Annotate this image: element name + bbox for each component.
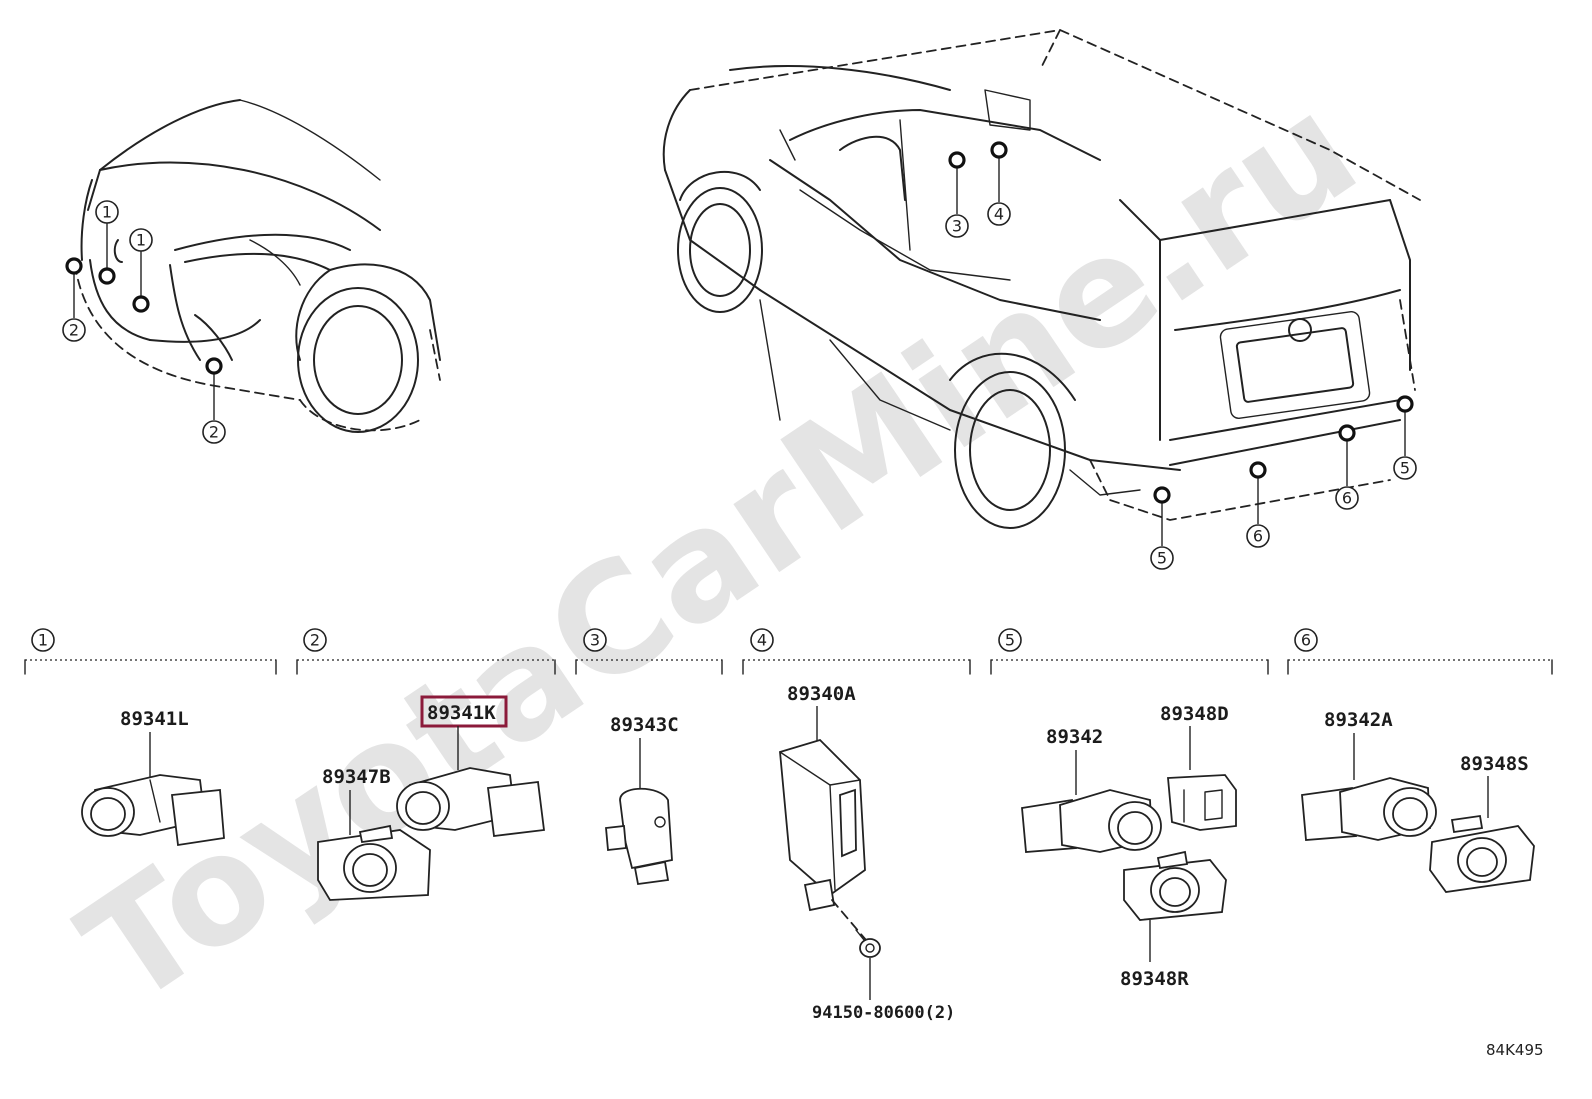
sensor-marker <box>1249 461 1267 479</box>
part-89342[interactable]: 89342 <box>1021 726 1162 853</box>
section-5-header: 5 <box>990 628 1269 675</box>
rear-vehicle-illustration <box>662 29 1421 529</box>
callout-4: 4 <box>987 202 1011 226</box>
svg-text:4: 4 <box>994 205 1004 224</box>
part-number-label[interactable]: 89343C <box>610 714 679 736</box>
diagram-id: 84K495 <box>1486 1041 1544 1059</box>
part-number-label[interactable]: 89342 <box>1046 726 1103 748</box>
svg-text:1: 1 <box>136 231 146 250</box>
ultrasonic-sensor-icon <box>396 767 546 838</box>
callout-5b: 5 <box>1393 456 1417 480</box>
svg-text:1: 1 <box>38 631 48 650</box>
sensor-marker <box>1338 424 1356 442</box>
part-number-label[interactable]: 89342A <box>1324 709 1393 731</box>
part-89340A[interactable]: 89340A <box>779 683 867 941</box>
svg-text:6: 6 <box>1253 527 1263 546</box>
part-number-label[interactable]: 89347B <box>322 766 391 788</box>
rear-sensor-markers: 3 4 5 6 6 5 <box>945 141 1417 570</box>
part-89348S[interactable]: 89348S <box>1429 753 1535 893</box>
sensor-marker <box>1153 486 1171 504</box>
svg-text:2: 2 <box>209 423 219 442</box>
sensor-marker <box>65 257 83 275</box>
part-number-label[interactable]: 94150-80600(2) <box>812 1003 955 1023</box>
sensor-retainer-icon <box>1429 814 1535 893</box>
sensor-marker <box>98 267 116 285</box>
svg-text:5: 5 <box>1005 631 1015 650</box>
sensor-marker <box>1396 395 1414 413</box>
section-6-header: 6 <box>1287 628 1553 675</box>
callout-1a: 1 <box>95 200 119 224</box>
section-3-header: 3 <box>575 628 723 675</box>
callout-6b: 6 <box>1335 486 1359 510</box>
front-vehicle-illustration <box>74 99 441 433</box>
switch-sensor-icon <box>605 787 673 886</box>
ultrasonic-sensor-icon <box>1301 777 1437 841</box>
part-89348R[interactable]: 89348R <box>1120 850 1227 990</box>
sensor-retainer-icon <box>1123 850 1227 921</box>
bolt-icon <box>855 929 881 958</box>
callout-3: 3 <box>945 214 969 238</box>
part-89341K[interactable]: 89341K <box>396 695 546 838</box>
sensor-marker <box>948 151 966 169</box>
front-sensor-markers: 1 1 2 2 <box>62 200 226 444</box>
sensor-marker <box>205 357 223 375</box>
sensor-marker <box>990 141 1008 159</box>
part-number-label[interactable]: 89341L <box>120 708 189 730</box>
svg-text:5: 5 <box>1157 549 1167 568</box>
part-number-label[interactable]: 89340A <box>787 683 856 705</box>
ultrasonic-sensor-icon <box>81 774 225 847</box>
part-number-label[interactable]: 89348R <box>1120 968 1189 990</box>
control-module-icon <box>779 738 866 912</box>
svg-text:5: 5 <box>1400 459 1410 478</box>
svg-text:3: 3 <box>952 217 962 236</box>
section-2-header: 2 <box>296 628 556 675</box>
section-headers: 1 2 3 4 5 <box>24 628 1553 675</box>
callout-1b: 1 <box>129 228 153 252</box>
callout-5a: 5 <box>1150 546 1174 570</box>
sensor-marker <box>132 295 150 313</box>
svg-text:2: 2 <box>310 631 320 650</box>
section-4-header: 4 <box>742 628 971 675</box>
sensor-retainer-icon <box>317 824 431 901</box>
part-89347B[interactable]: 89347B <box>317 766 431 901</box>
callout-6a: 6 <box>1246 524 1270 548</box>
part-94150-80600[interactable]: 94150-80600(2) <box>812 929 955 1023</box>
svg-text:1: 1 <box>102 203 112 222</box>
svg-text:3: 3 <box>590 631 600 650</box>
part-89348D[interactable]: 89348D <box>1160 703 1237 831</box>
selected-part-highlight <box>420 695 508 728</box>
callout-2a: 2 <box>62 318 86 342</box>
svg-text:4: 4 <box>757 631 767 650</box>
part-89342A[interactable]: 89342A <box>1301 709 1437 841</box>
callout-2b: 2 <box>202 420 226 444</box>
sensor-bracket-icon <box>1167 774 1237 831</box>
svg-text:6: 6 <box>1301 631 1311 650</box>
part-number-label[interactable]: 89348S <box>1460 753 1529 775</box>
part-89343C[interactable]: 89343C <box>605 714 679 886</box>
part-number-label[interactable]: 89341K <box>427 702 496 724</box>
ultrasonic-sensor-icon <box>1021 789 1162 853</box>
part-89341L[interactable]: 89341L <box>81 708 225 847</box>
svg-text:6: 6 <box>1342 489 1352 508</box>
section-1-header: 1 <box>24 628 277 675</box>
svg-text:2: 2 <box>69 321 79 340</box>
part-number-label[interactable]: 89348D <box>1160 703 1229 725</box>
